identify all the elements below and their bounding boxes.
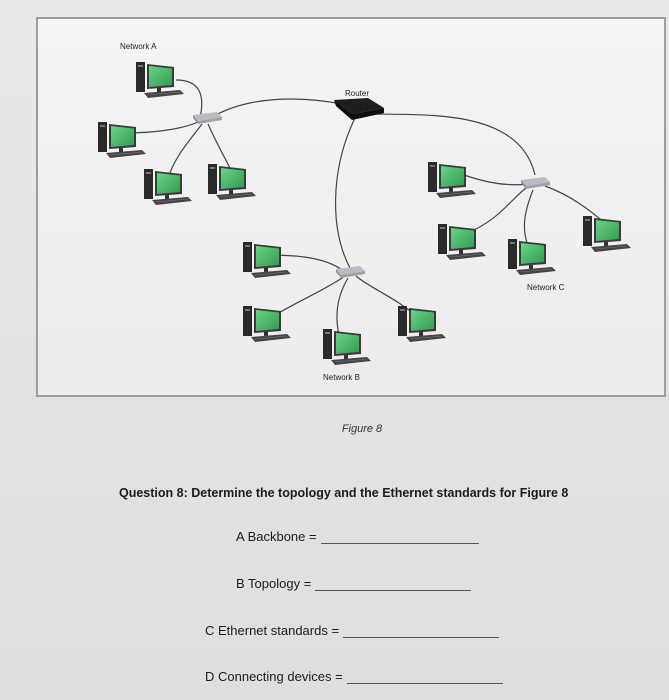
hub-network-b: [336, 266, 365, 278]
computer-a4: [207, 163, 257, 201]
computer-b2: [242, 305, 292, 343]
answer-c-blank[interactable]: [343, 625, 500, 638]
computer-c1: [427, 161, 477, 199]
answer-a: A Backbone =: [236, 529, 479, 544]
computer-b3: [322, 328, 372, 366]
network-b-label: Network B: [323, 373, 360, 382]
computer-c2: [437, 223, 487, 261]
answer-a-label: A Backbone =: [236, 529, 317, 544]
computer-c3: [507, 238, 557, 276]
computer-b1: [242, 241, 292, 279]
question-text: Question 8: Determine the topology and t…: [119, 486, 569, 500]
hub-network-c: [521, 177, 550, 189]
answer-d: D Connecting devices =: [205, 669, 503, 684]
computer-b4: [397, 305, 447, 343]
computer-a2: [97, 121, 147, 159]
answer-c: C Ethernet standards =: [205, 623, 500, 638]
network-c-label: Network C: [527, 283, 565, 292]
answer-b: B Topology =: [236, 576, 472, 591]
answer-d-blank[interactable]: [346, 671, 503, 684]
figure-caption: Figure 8: [341, 423, 383, 435]
computer-c4: [582, 215, 632, 253]
answer-b-label: B Topology =: [236, 576, 312, 591]
hub-network-a: [193, 112, 222, 124]
router-label: Router: [345, 89, 369, 98]
router-device: [334, 98, 384, 120]
answer-c-label: C Ethernet standards =: [205, 623, 340, 638]
answer-d-label: D Connecting devices =: [205, 669, 343, 684]
answer-b-blank[interactable]: [315, 578, 472, 591]
answer-a-blank[interactable]: [320, 531, 479, 544]
network-a-label: Network A: [120, 42, 157, 51]
computer-a3: [143, 168, 193, 206]
